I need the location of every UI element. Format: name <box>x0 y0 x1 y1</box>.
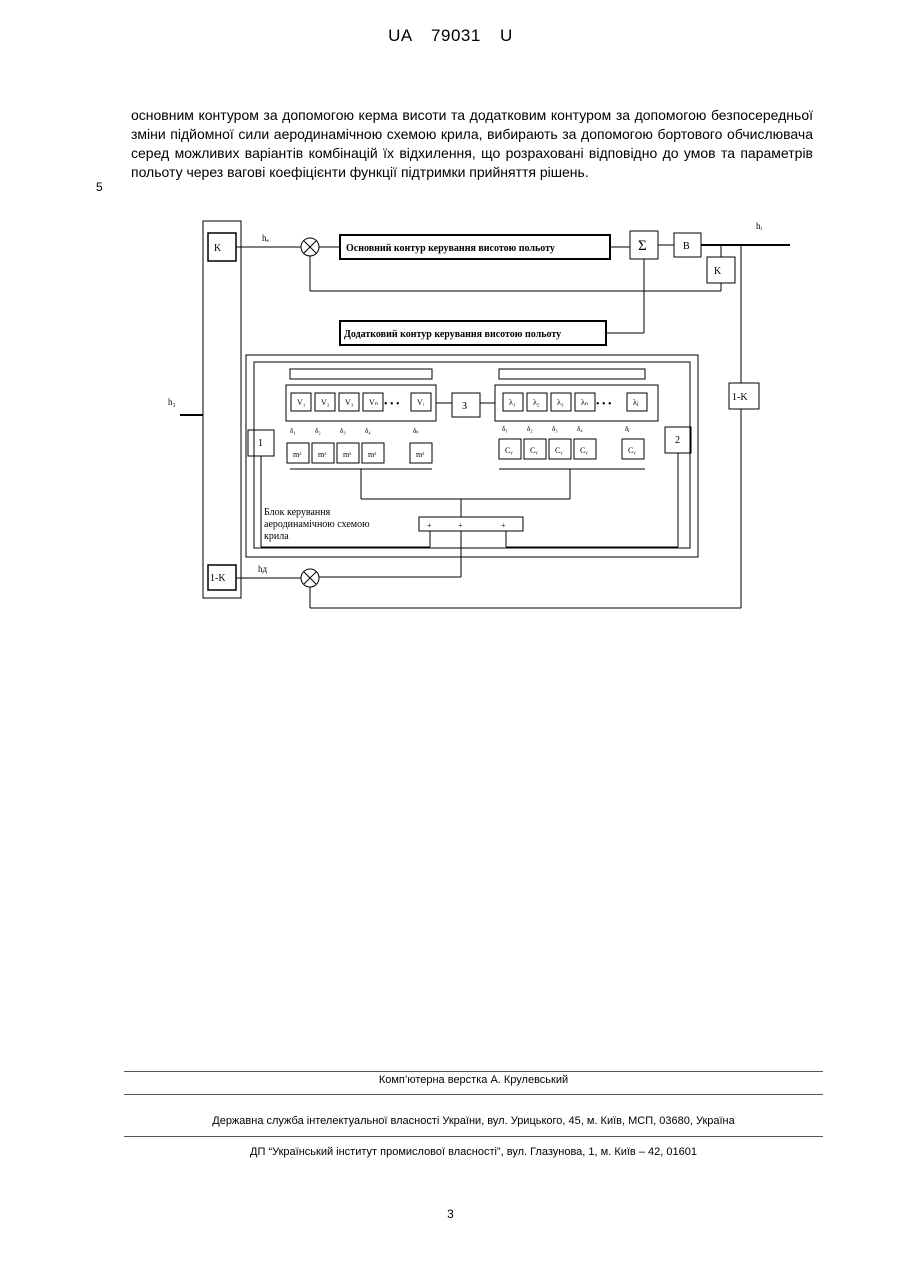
lambda-block-3: λ₃ <box>557 398 564 407</box>
footer-rule-3 <box>124 1136 823 1137</box>
v-block-5: Vᵢ <box>417 398 425 407</box>
k-block-label: K <box>214 243 222 254</box>
delta-label-4: δ₄ <box>365 427 371 435</box>
block-diagram: K 1-K 1-K K Σ B З 1 2 Основний контур ке… <box>150 215 800 615</box>
m-block-2: mᶻ <box>318 450 327 459</box>
one-minus-k-right-label: 1-K <box>732 392 748 403</box>
z-block-label: З <box>462 401 467 412</box>
h-e-label: hₑ <box>262 233 270 243</box>
lambda-block-1: λ₁ <box>509 398 516 407</box>
extra-contour-label: Додатковий контур керування висотою поль… <box>344 329 561 340</box>
v-block-2: V₂ <box>321 398 330 407</box>
h-in-label: h₃ <box>168 397 176 407</box>
body-paragraph: основним контуром за допомогою керма вис… <box>131 106 813 182</box>
one-minus-k-left-label: 1-K <box>210 573 226 584</box>
b-block-label: B <box>683 241 690 252</box>
delta-label-3: δ₃ <box>340 427 346 435</box>
m-block-3: mᶻ <box>343 450 352 459</box>
m-block-1: mᶻ <box>293 450 302 459</box>
h-d-label: hд <box>258 564 268 574</box>
left-dots: • • • <box>384 399 400 410</box>
wing-block-line-3: крила <box>264 531 289 542</box>
delta-label-1: δ₁ <box>290 427 296 435</box>
c-block-5: Cᵧ <box>628 446 636 455</box>
delta-right-label-5: δⱼ <box>625 425 630 433</box>
line-number: 5 <box>96 180 103 194</box>
block-2-label: 2 <box>675 435 680 446</box>
delta-right-label-1: δ₁ <box>502 425 508 433</box>
c-block-3: Cᵧ <box>555 446 563 455</box>
v-block-3: V₃ <box>345 398 354 407</box>
lambda-block-4: λₙ <box>581 398 588 407</box>
right-dots: • • • <box>596 399 612 410</box>
wing-block-line-2: аеродинамічною схемою <box>264 519 370 530</box>
wing-block-line-1: Блок керування <box>264 507 331 518</box>
delta-right-label-3: δ₃ <box>552 425 558 433</box>
plus-sign-1: + <box>427 521 432 530</box>
m-block-4: mᶻ <box>368 450 377 459</box>
page-number: 3 <box>0 1207 901 1221</box>
lambda-block-2: λ₂ <box>533 398 540 407</box>
delta-label-2: δ₂ <box>315 427 321 435</box>
v-block-4: Vₙ <box>369 398 378 407</box>
footer-rule-1 <box>124 1071 823 1072</box>
plus-sign-2: + <box>458 521 463 530</box>
plus-sign-3: + <box>501 521 506 530</box>
footer-institute: ДП “Український інститут промислової вла… <box>124 1146 823 1158</box>
c-block-1: Cᵧ <box>505 446 513 455</box>
v-block-1: V₁ <box>297 398 306 407</box>
patent-number: UA 79031 U <box>0 26 901 46</box>
footer-layout: Комп’ютерна верстка А. Крулевський <box>124 1074 823 1086</box>
c-block-2: Cᵧ <box>530 446 538 455</box>
block-1-label: 1 <box>258 438 263 449</box>
sum-symbol: Σ <box>638 238 647 254</box>
h-out-label: hᵢ <box>756 221 763 231</box>
k-feedback-label: K <box>714 266 722 277</box>
c-block-4: Cᵧ <box>580 446 588 455</box>
delta-label-5: δₖ <box>413 427 419 435</box>
lambda-block-5: λⱼ <box>633 398 638 407</box>
m-block-5: mᶻ <box>416 450 425 459</box>
main-contour-label: Основний контур керування висотою польот… <box>346 243 555 254</box>
delta-right-label-4: δ₄ <box>577 425 583 433</box>
footer-rule-2 <box>124 1094 823 1095</box>
delta-right-label-2: δ₂ <box>527 425 533 433</box>
footer-agency: Державна служба інтелектуальної власност… <box>124 1115 823 1127</box>
